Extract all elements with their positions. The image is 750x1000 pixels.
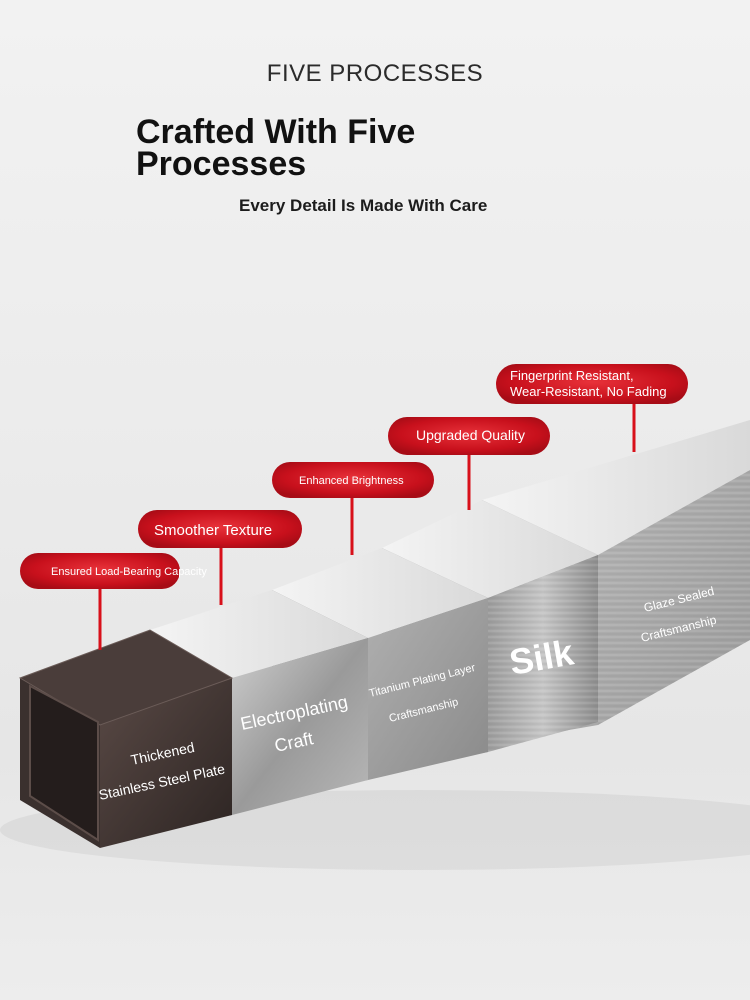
callout-2-text: Smoother Texture (154, 522, 272, 539)
callout-badge-3: Enhanced Brightness (272, 462, 434, 498)
callout-badge-5: Fingerprint Resistant, Wear-Resistant, N… (496, 364, 688, 404)
callout-4-text: Upgraded Quality (416, 427, 525, 443)
tagline: Every Detail Is Made With Care (239, 196, 488, 215)
callout-1-text: Ensured Load-Bearing Capacity (51, 566, 207, 578)
callout-3-text: Enhanced Brightness (299, 475, 404, 487)
callout-badge-1: Ensured Load-Bearing Capacity (20, 553, 207, 589)
callout-lines (98, 402, 636, 650)
page-title: Crafted With Five Processes (136, 113, 606, 183)
segment-steel-plate: Thickened Stainless Steel Plate (18, 629, 234, 848)
title-line-1: Crafted With Five (136, 113, 416, 151)
title-line-2: Processes (136, 145, 307, 183)
section-kicker: FIVE PROCESSES (266, 60, 484, 87)
callout-5-line1: Fingerprint Resistant, (510, 368, 634, 383)
callout-badge-2: Smoother Texture (138, 510, 302, 548)
callout-badge-4: Upgraded Quality (388, 417, 550, 455)
callout-5-line2: Wear-Resistant, No Fading (510, 384, 667, 399)
